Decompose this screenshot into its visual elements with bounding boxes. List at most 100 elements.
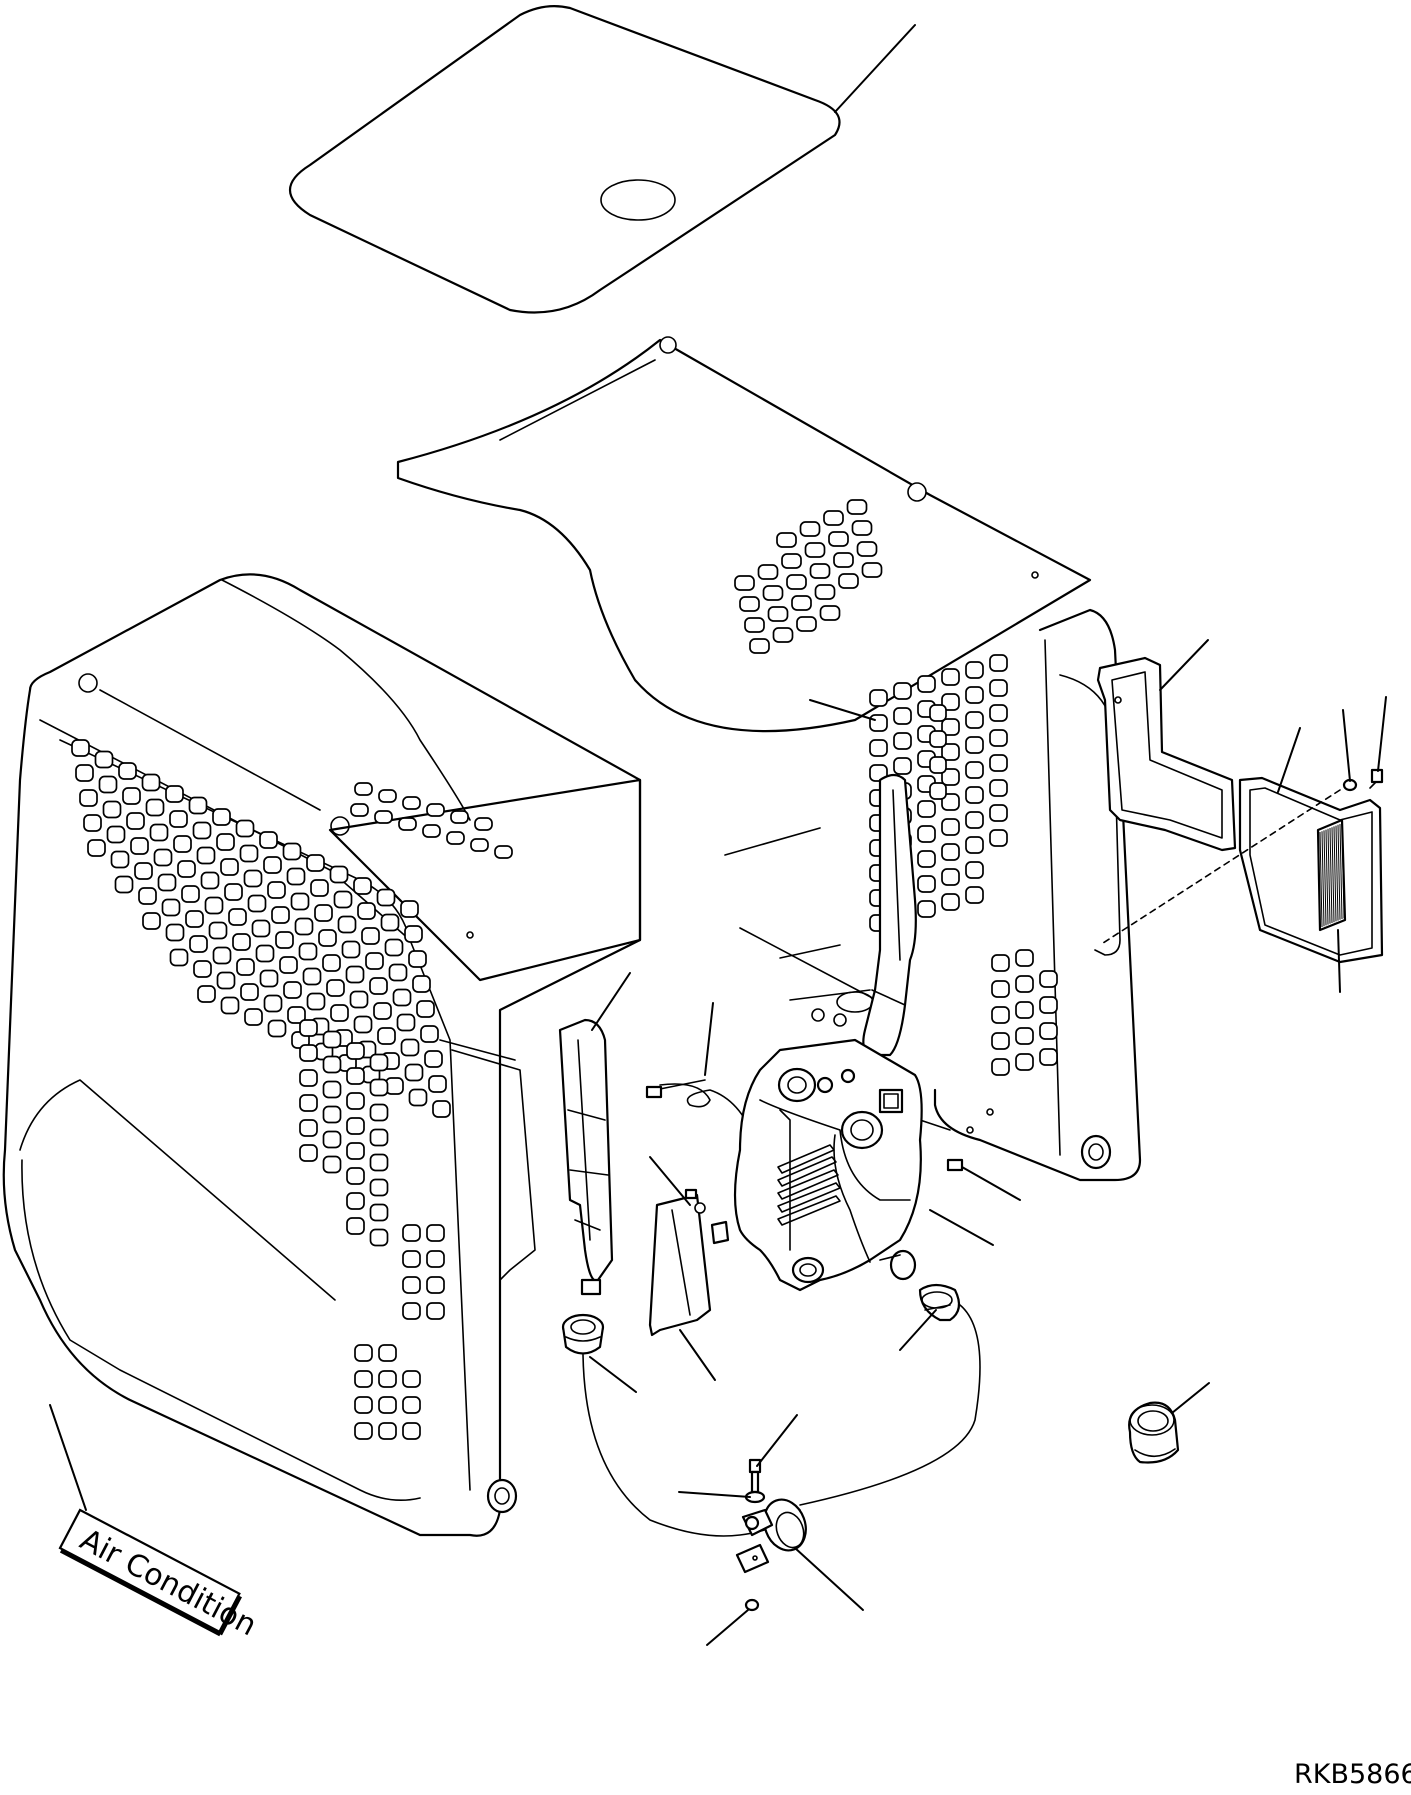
mesh-hole [239,844,259,863]
mesh-hole [193,960,212,978]
mesh-hole [474,817,493,831]
mesh-hole [75,764,94,782]
mesh-hole [402,1302,421,1320]
mesh-hole [306,854,325,872]
mesh-hole [991,980,1010,998]
mesh-hole [376,888,396,907]
filter-pleat [1321,831,1325,927]
mesh-hole [762,585,784,601]
mesh-hole [856,541,878,557]
mesh-hole [346,1192,365,1210]
mesh-hole [299,1094,318,1112]
mesh-hole [402,1250,421,1268]
mesh-hole [157,873,177,892]
mesh-hole [989,679,1008,697]
mesh-hole [416,1000,435,1018]
mesh-hole [322,1105,342,1124]
filter-pleat [1333,826,1337,922]
mesh-hole [799,521,821,537]
mesh-hole [398,817,417,831]
mesh-hole [929,704,947,722]
bolt-mid [946,1158,1021,1201]
mesh-hole [767,606,789,622]
mesh-hole [408,950,427,968]
mesh-hole [402,1422,421,1440]
mesh-hole [314,904,333,922]
mesh-hole [941,718,960,736]
mesh-hole [216,833,235,851]
mesh-hole [1015,949,1034,967]
mesh-hole [357,902,376,920]
mesh-hole [989,804,1008,822]
mesh-hole [71,739,90,757]
mesh-hole [965,786,984,804]
mesh-hole [263,994,283,1013]
mesh-hole [739,596,760,612]
mesh-hole [941,793,960,811]
mesh-hole [1015,975,1034,993]
filter-pleat [1339,823,1343,920]
mesh-hole [374,810,393,824]
mesh-hole [772,627,794,643]
mesh-hole [373,1002,392,1020]
mesh-hole [823,510,844,526]
mesh-hole [869,714,888,732]
mesh-hole [138,887,157,905]
mesh-hole [197,985,216,1003]
elbow-fitting [899,1283,961,1351]
mesh-hole [369,1203,389,1222]
clamp [741,1498,864,1611]
mesh-panel-left [328,778,642,982]
mesh-hole [402,796,421,810]
mesh-hole [828,531,849,547]
mesh-hole [173,835,192,853]
mesh-hole [965,661,984,679]
mesh-hole [354,1370,373,1388]
side-duct [1096,639,1237,852]
mesh-hole [833,552,854,568]
mesh-hole [400,900,419,918]
mesh-hole [893,682,912,700]
mesh-hole [369,1053,389,1072]
mesh-hole [279,956,298,974]
mesh-hole [917,900,936,918]
mesh-hole [350,803,369,817]
mesh-hole [917,875,936,893]
filter-pleat [1331,827,1335,923]
mesh-hole [426,1302,445,1320]
mesh-hole [965,886,984,904]
mesh-hole [365,952,384,970]
mesh-hole [965,711,984,729]
mesh-hole [79,789,98,807]
mesh-hole [94,750,114,769]
mesh-hole [161,898,181,917]
mesh-hole [299,1069,318,1087]
mesh-hole [989,704,1008,722]
mesh-hole [424,1050,443,1068]
mesh-hole [781,553,802,569]
left-leaders [49,1404,87,1511]
mesh-hole [757,564,779,580]
mesh-grid-roof [350,499,883,859]
mesh-hole [220,996,240,1015]
mesh-hole [369,1178,389,1197]
mesh-hole [402,1276,421,1294]
mesh-hole [330,1004,349,1022]
mesh-hole [861,562,883,578]
mesh-hole [450,810,469,824]
mesh-hole [244,1008,263,1026]
mesh-hole [326,979,345,997]
filter-pleat [1323,830,1327,926]
mesh-hole [346,1067,365,1085]
mesh-hole [283,981,302,999]
mesh-hole [106,825,126,844]
mesh-hole [346,1117,365,1135]
mesh-hole [941,893,960,911]
mesh-hole [142,912,161,930]
mesh-hole [353,1015,373,1034]
mesh-hole [232,933,251,951]
mesh-hole [384,938,404,957]
mesh-hole [929,730,947,748]
mesh-hole [310,879,329,897]
mesh-hole [404,925,423,943]
